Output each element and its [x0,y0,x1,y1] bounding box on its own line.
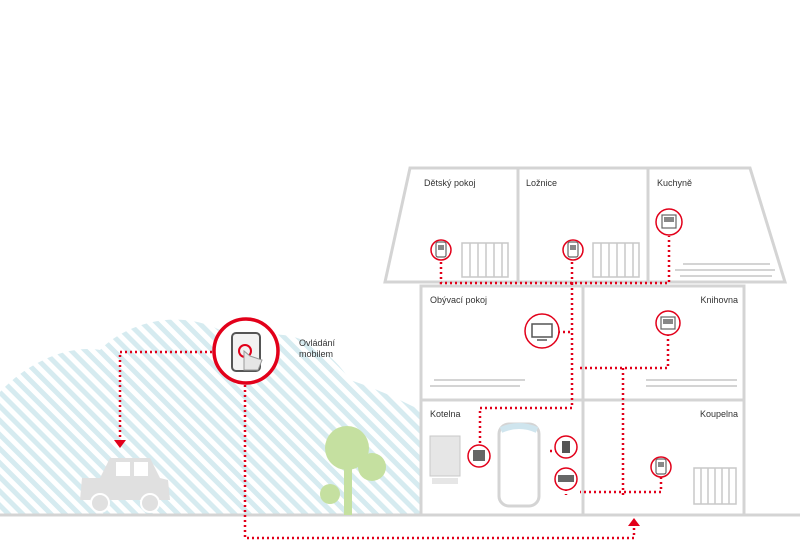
mobile-control-label-line2: mobilem [299,349,334,359]
mobile-control-label: Ovládání mobilem [299,338,335,360]
radiator-icon [592,242,640,278]
boiler-controller-icon [467,444,491,468]
arrow-to-car [114,440,126,448]
room-label-bathroom: Koupelna [700,409,738,419]
room-label-kitchen: Kuchyně [657,178,692,188]
roof [383,166,788,284]
car-icon [80,458,170,513]
mobile-control-label-line1: Ovládání [299,338,336,348]
arrow-to-house [628,518,640,526]
boiler-icon [429,435,461,484]
room-label-kids-room: Dětský pokoj [424,178,476,188]
furniture-shelves [430,263,775,387]
room-label-library: Knihovna [700,295,738,305]
background-hills [0,319,420,515]
tv-icon [524,313,560,349]
gateway-icon [554,435,578,459]
connection-lines [118,236,671,540]
radiator-icon [461,242,509,278]
receiver-icon [554,467,578,491]
house [383,166,788,517]
thermostat-icon [562,239,584,261]
thermostat-icon [650,456,672,478]
room-label-boiler-room: Kotelna [430,409,461,419]
control-unit-icon [655,310,681,336]
tree-icon [320,426,386,515]
radiator-icon [693,467,737,505]
thermostat-icon [430,239,452,261]
mobile-phone-icon [212,317,280,385]
water-tank-icon [497,422,541,508]
control-unit-icon [655,208,683,236]
room-label-bedroom: Ložnice [526,178,557,188]
room-label-living-room: Obývací pokoj [430,295,487,305]
